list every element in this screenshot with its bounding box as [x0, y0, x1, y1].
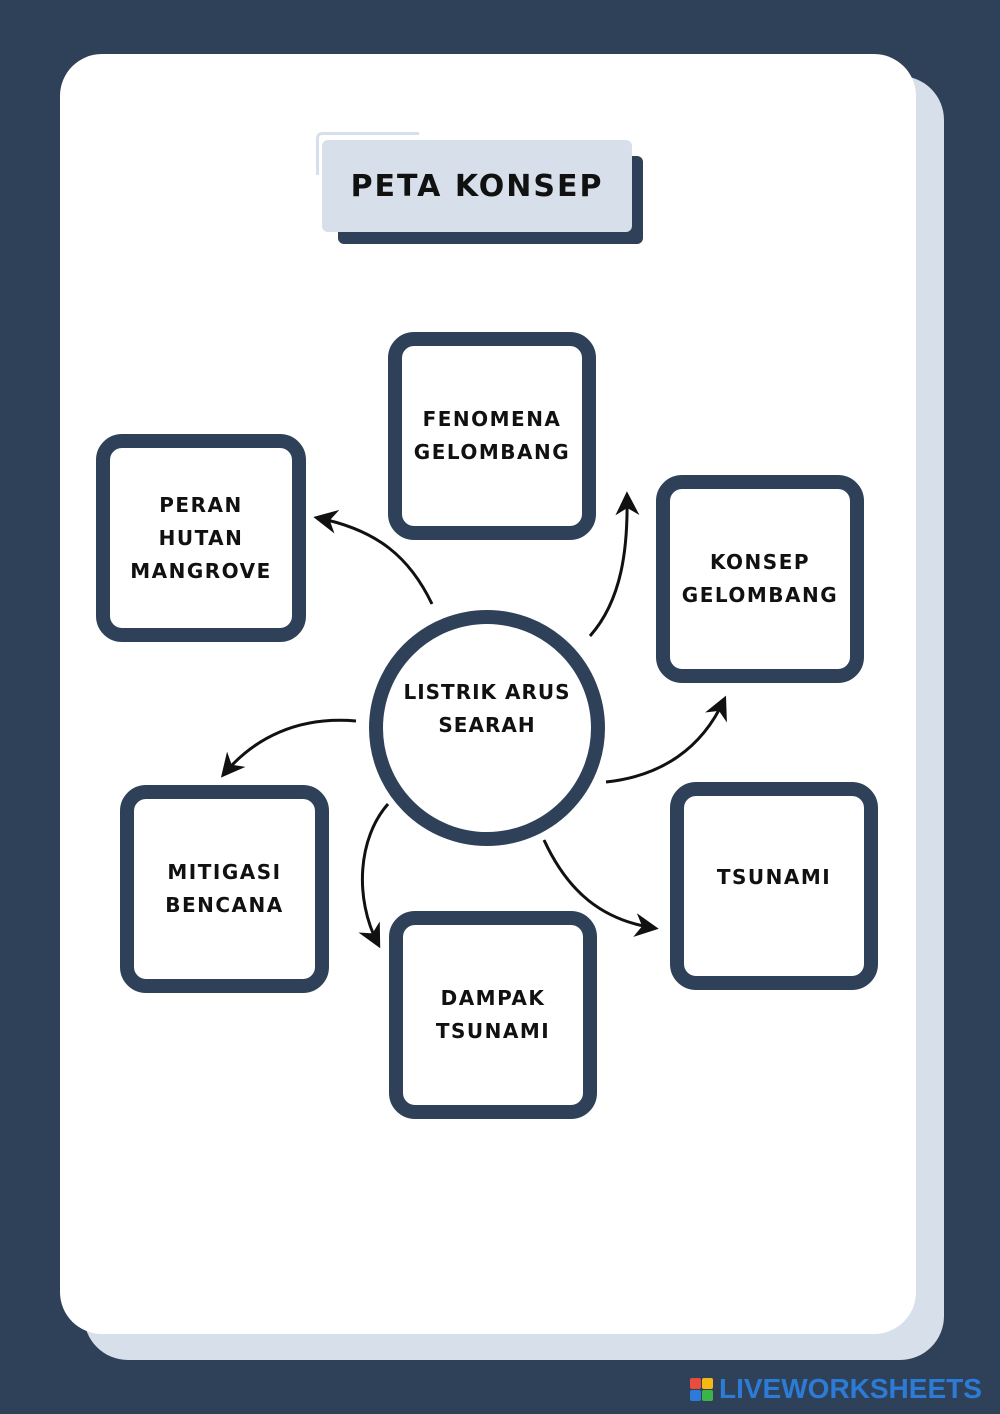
liveworksheets-logo-icon [690, 1377, 713, 1401]
title-box: PETA KONSEP [322, 140, 632, 232]
center-label: LISTRIK ARUS SEARAH [403, 680, 571, 737]
title-decoration [316, 132, 419, 175]
arrow-to-peran-hutan-mangrove [313, 510, 434, 605]
node-fenomena-gelombang[interactable]: FENOMENA GELOMBANG [388, 332, 596, 540]
node-label: DAMPAK TSUNAMI [435, 986, 551, 1043]
page-title: PETA KONSEP [350, 168, 604, 204]
node-mitigasi-bencana[interactable]: MITIGASI BENCANA [120, 785, 329, 993]
liveworksheets-watermark: LIVEWORKSHEETS [690, 1373, 982, 1404]
node-label: KONSEP GELOMBANG [681, 550, 839, 607]
node-label: PERAN HUTAN MANGROVE [130, 492, 272, 583]
node-label: FENOMENA GELOMBANG [413, 407, 571, 464]
node-konsep-gelombang[interactable]: KONSEP GELOMBANG [656, 475, 864, 683]
arrow-to-fenomena-gelombang [588, 491, 640, 637]
node-tsunami[interactable]: TSUNAMI [670, 782, 878, 990]
arrow-to-mitigasi-bencana [220, 718, 357, 778]
node-label: MITIGASI BENCANA [165, 860, 284, 917]
watermark-text: LIVEWORKSHEETS [719, 1373, 982, 1404]
arrow-to-tsunami [542, 839, 659, 937]
center-node[interactable]: LISTRIK ARUS SEARAH [369, 610, 605, 846]
arrow-to-dampak-tsunami [358, 803, 390, 949]
node-dampak-tsunami[interactable]: DAMPAK TSUNAMI [389, 911, 597, 1119]
node-peran-hutan-mangrove[interactable]: PERAN HUTAN MANGROVE [96, 434, 306, 642]
arrow-to-konsep-gelombang [605, 695, 727, 784]
node-label: TSUNAMI [716, 864, 832, 889]
